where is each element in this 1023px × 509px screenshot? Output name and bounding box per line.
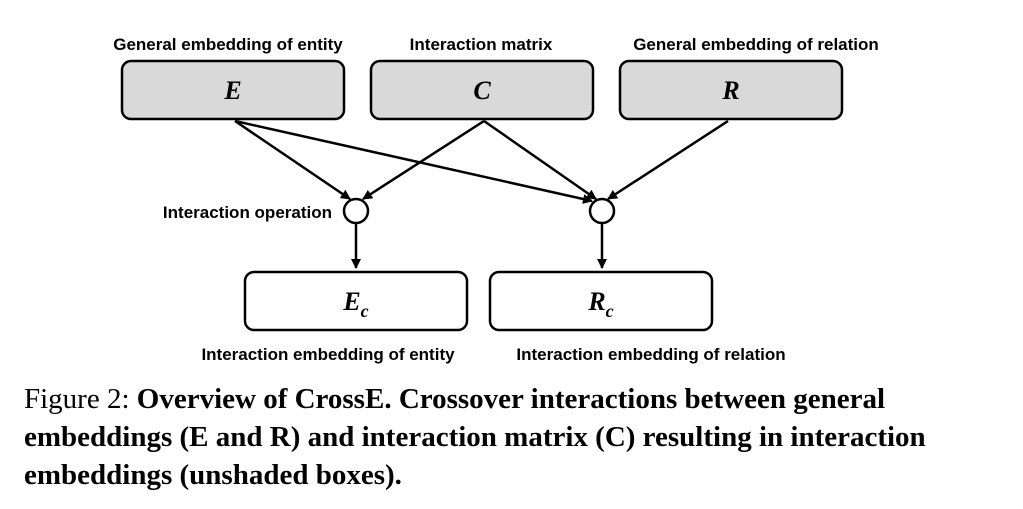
box-Ec xyxy=(243,270,469,332)
box-E xyxy=(120,59,346,121)
arrow-C-to-op-left xyxy=(362,119,485,201)
symbol-Ec: Ec xyxy=(342,287,368,321)
label-general-embedding-entity: General embedding of entity xyxy=(113,35,343,54)
label-interaction-matrix: Interaction matrix xyxy=(410,35,553,54)
arrow-E-to-op-right xyxy=(234,119,593,204)
label-general-embedding-relation: General embedding of relation xyxy=(633,35,879,54)
figure-caption-text: Overview of CrossE. Crossover interactio… xyxy=(24,383,926,491)
symbol-Ec-sub: c xyxy=(361,301,369,321)
symbol-Rc-sub: c xyxy=(606,301,614,321)
symbol-Rc: Rc xyxy=(587,287,613,321)
symbol-Ec-base: E xyxy=(342,287,360,316)
symbol-E: E xyxy=(223,76,241,105)
symbol-Rc-base: R xyxy=(587,287,605,316)
label-interaction-embedding-relation: Interaction embedding of relation xyxy=(516,345,785,364)
box-Rc xyxy=(488,270,714,332)
operation-circle-right xyxy=(588,197,616,225)
crosse-diagram: General embedding of entity Interaction … xyxy=(113,35,879,364)
label-interaction-operation: Interaction operation xyxy=(163,203,332,222)
operation-circle-left xyxy=(342,197,370,225)
symbol-R: R xyxy=(721,76,739,105)
label-interaction-embedding-entity: Interaction embedding of entity xyxy=(201,345,455,364)
box-R xyxy=(618,59,844,121)
arrow-E-to-op-left xyxy=(234,119,351,201)
box-C xyxy=(369,59,595,121)
arrow-R-to-op-right xyxy=(607,119,729,201)
arrow-C-to-op-right xyxy=(483,119,597,201)
figure-caption: Figure 2: Overview of CrossE. Crossover … xyxy=(24,380,1004,494)
symbol-C: C xyxy=(473,76,491,105)
figure-caption-label: Figure 2: xyxy=(24,383,130,415)
